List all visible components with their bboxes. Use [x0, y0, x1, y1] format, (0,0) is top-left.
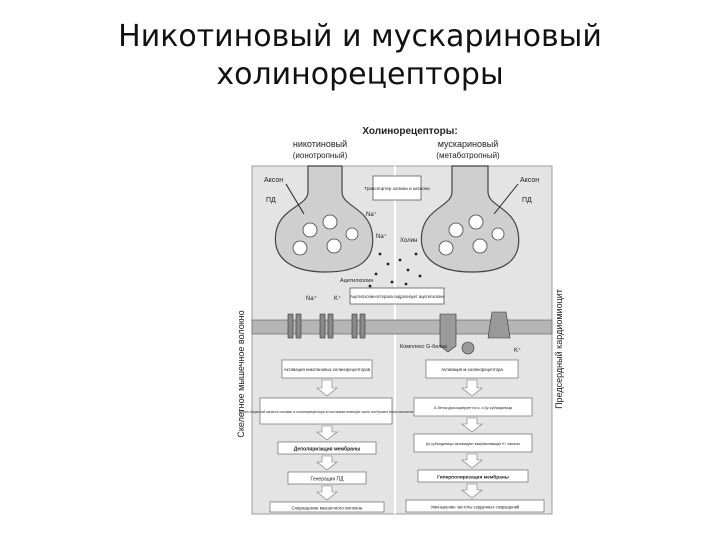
right-arrow-2 — [461, 417, 483, 433]
left-axon-label: Аксон — [264, 177, 283, 184]
g-protein-complex-label: Комплекс G-белка — [400, 344, 448, 350]
left-ap-label: ПД — [266, 197, 276, 204]
choline-label: Холин — [400, 238, 417, 244]
left-arrow-1 — [316, 379, 338, 397]
left-box-activation-text: Активация никотиновых холинорецепторов — [284, 367, 371, 372]
right-box-gprotein-text: G-белок диссоциирует на α- и βγ-субъедин… — [434, 406, 513, 410]
right-flowchart: Активация м-холинорецептора G-белок дисс… — [405, 359, 545, 513]
right-arrow-1 — [461, 379, 483, 397]
left-box-open-text: Через открытый канал в составе н-холинор… — [239, 410, 413, 414]
right-k-label: K⁺ — [514, 347, 521, 354]
right-arrow-4 — [461, 483, 483, 499]
acetylcholine-label: Ацетилхолин — [340, 278, 373, 284]
right-arrow-3 — [461, 453, 483, 469]
right-muscarinic-receptor — [439, 311, 511, 355]
left-flowchart: Активация никотиновых холинорецепторов Ч… — [239, 359, 413, 513]
right-ap-arrow — [493, 183, 519, 215]
right-receptor-subtype: (метаботропный) — [436, 151, 500, 160]
left-na-label: Na⁺ — [306, 295, 317, 302]
left-box-ap — [287, 471, 367, 485]
left-box-depol — [277, 441, 377, 455]
postsynaptic-membrane — [251, 319, 553, 335]
right-box-freq — [405, 499, 545, 513]
left-receptor-subtype: (ионотропный) — [293, 151, 348, 160]
right-box-freq-text: Уменьшение частоты сердечных сокращений — [431, 505, 520, 510]
ache-box — [349, 287, 445, 305]
right-vesicles — [438, 214, 505, 256]
right-side-label: Предсердный кардиомиоцит — [554, 289, 564, 409]
right-axon-label: Аксон — [520, 177, 539, 184]
right-box-hyper — [417, 469, 529, 483]
left-arrow-2 — [316, 425, 338, 441]
right-box-activation-text: Активация м-холинорецептора — [441, 367, 503, 372]
left-nicotinic-channels — [287, 313, 366, 339]
left-box-depol-text: Деполяризация мембраны — [294, 446, 361, 453]
left-box-ap-text: Генерация ПД — [311, 477, 345, 483]
cholinoreceptor-diagram: Холинорецепторы: никотиновый (ионотропны… — [236, 126, 564, 515]
left-box-activation — [281, 359, 373, 379]
left-box-open — [259, 397, 393, 425]
title-line-1: Никотиновый и мускариновый — [118, 19, 602, 54]
right-box-activation — [425, 359, 519, 379]
right-box-hyper-text: Гиперполяризация мембраны — [437, 474, 509, 481]
right-ap-label: ПД — [522, 197, 532, 204]
left-k-label: K⁺ — [334, 295, 341, 302]
slide-title: Никотиновый и мускариновый холинорецепто… — [0, 18, 720, 94]
title-line-2: холинорецепторы — [216, 57, 504, 92]
left-box-contract — [269, 501, 385, 513]
left-vesicles — [292, 214, 359, 256]
ache-label: Ацетилхолинэстераза гидролизует ацетилхо… — [350, 294, 444, 299]
left-side-label: Скелетное мышечное волокно — [236, 310, 246, 437]
transporter-box — [372, 175, 422, 201]
diagram-header: Холинорецепторы: — [362, 126, 457, 137]
left-arrow-3 — [316, 455, 338, 471]
na-label-top: Na⁺ — [366, 211, 377, 218]
right-box-gprotein — [413, 397, 533, 417]
right-receptor-type: мускариновый — [438, 139, 499, 149]
left-box-contract-text: Сокращение мышечного волокна — [292, 506, 363, 511]
right-box-beta — [413, 433, 533, 453]
right-box-beta-text: βγ-субъединицы активируют выпрямляющие K… — [426, 442, 520, 446]
transporter-label: Транспортер холина и катиона — [364, 186, 430, 191]
left-arrow-4 — [316, 485, 338, 501]
na-label-mid: Na⁺ — [376, 233, 387, 240]
left-ap-arrow — [285, 183, 305, 215]
left-receptor-type: никотиновый — [293, 139, 347, 149]
